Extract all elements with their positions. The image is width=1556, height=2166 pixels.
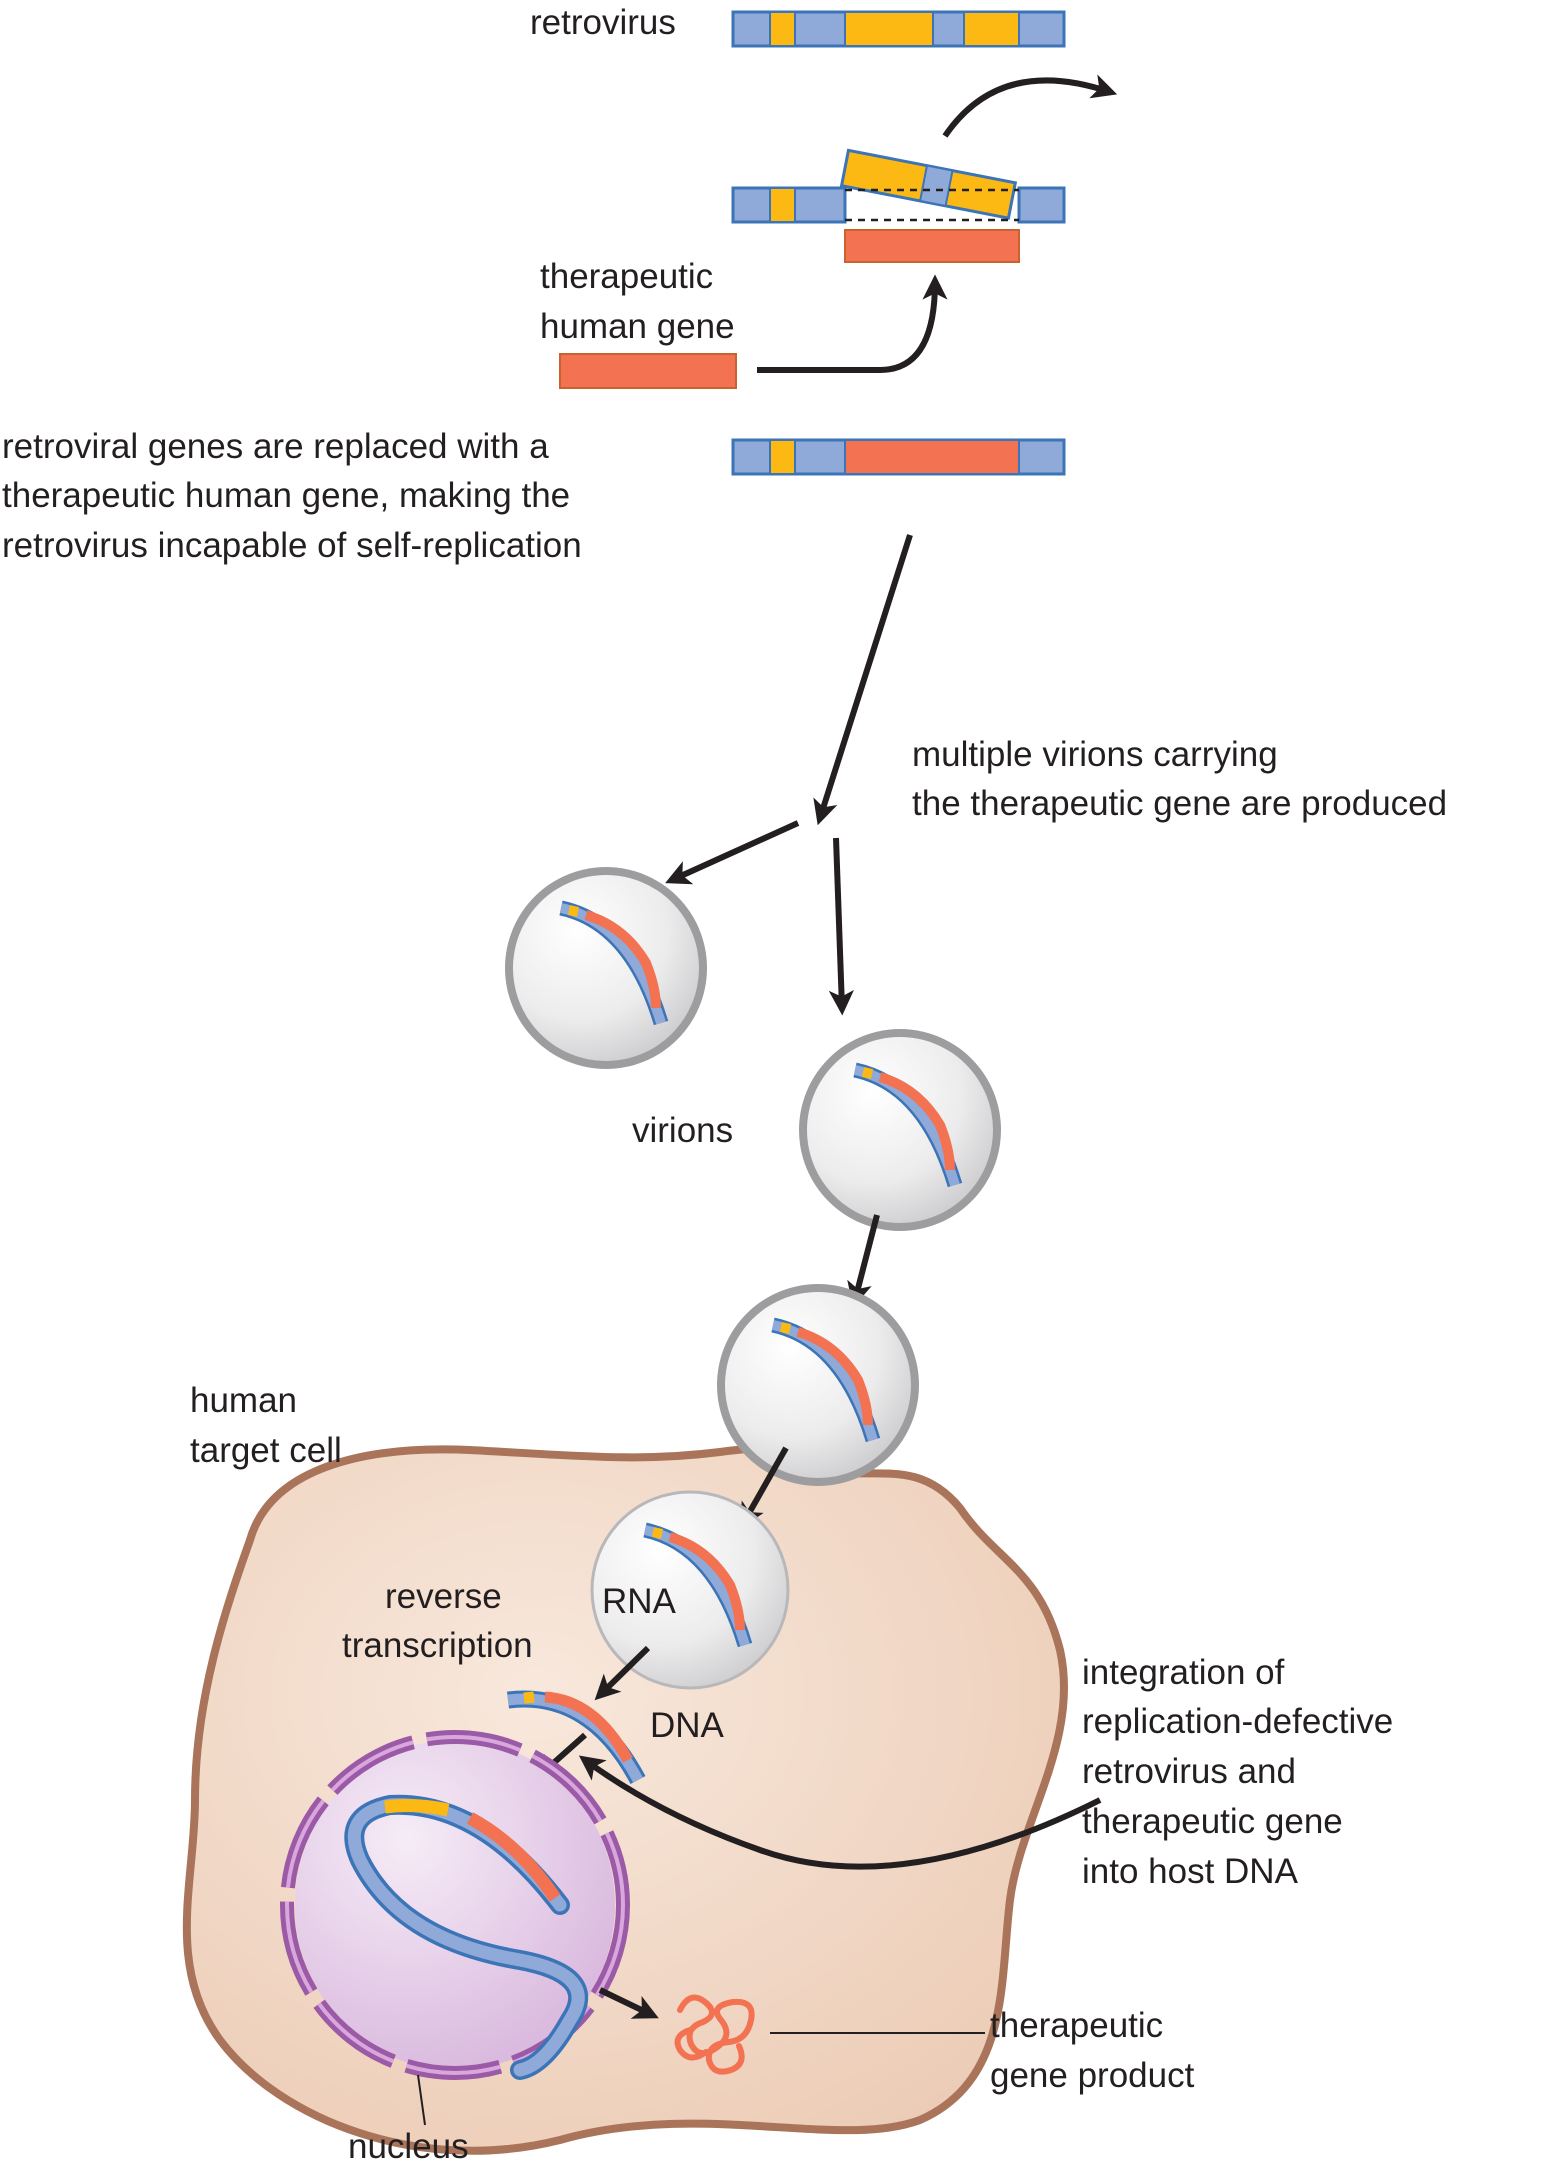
viral-dna-fragment bbox=[506, 1690, 646, 1785]
therapeutic-gene-product bbox=[674, 1994, 755, 2075]
integration-arrow bbox=[578, 1755, 1102, 1870]
label-dna: DNA bbox=[650, 1706, 725, 1745]
label-integration-1: integration of bbox=[1082, 1653, 1285, 1692]
label-replaced-2: therapeutic human gene, making the bbox=[2, 476, 570, 515]
therapeutic-gene-insert bbox=[844, 229, 1020, 263]
label-gene-product-1: therapeutic bbox=[990, 2006, 1163, 2045]
label-replaced-1: retroviral genes are replaced with a bbox=[2, 427, 549, 466]
recombinant-retrovirus-bar bbox=[731, 438, 1066, 476]
virion-uncoating bbox=[590, 1490, 790, 1690]
virion-2 bbox=[799, 1029, 1001, 1231]
therapeutic-gene-bar bbox=[559, 353, 737, 389]
label-retrovirus: retrovirus bbox=[530, 3, 676, 42]
label-target-cell-1: human bbox=[190, 1381, 297, 1420]
label-integration-3: retrovirus and bbox=[1082, 1752, 1296, 1791]
label-rna: RNA bbox=[602, 1582, 677, 1621]
label-virions-produced-2: the therapeutic gene are produced bbox=[912, 784, 1447, 823]
retrovirus-genome-bar bbox=[731, 10, 1066, 48]
production-arrow bbox=[813, 534, 913, 826]
label-therapeutic-1: therapeutic bbox=[540, 257, 713, 296]
label-replaced-3: retrovirus incapable of self-replication bbox=[2, 526, 582, 565]
label-gene-product-2: gene product bbox=[990, 2056, 1195, 2095]
label-reverse-1: reverse bbox=[385, 1577, 502, 1616]
nucleus-leader bbox=[417, 2074, 426, 2126]
virion-arrow-1 bbox=[847, 1214, 880, 1308]
integrated-host-dna bbox=[344, 1794, 589, 2080]
label-therapeutic-2: human gene bbox=[540, 307, 735, 346]
insertion-arrow bbox=[757, 274, 948, 373]
label-virions: virions bbox=[632, 1111, 733, 1150]
label-integration-2: replication-defective bbox=[1082, 1702, 1393, 1741]
label-integration-5: into host DNA bbox=[1082, 1852, 1299, 1891]
excised-viral-genes bbox=[839, 148, 1018, 220]
virion-1 bbox=[505, 867, 707, 1069]
branch-arrow-down bbox=[828, 837, 854, 1016]
virion-arrow-2 bbox=[740, 1446, 789, 1529]
excision-arrow bbox=[942, 74, 1118, 138]
label-integration-4: therapeutic gene bbox=[1082, 1802, 1343, 1841]
branch-arrow-left bbox=[665, 820, 800, 885]
label-nucleus: nucleus bbox=[348, 2127, 469, 2166]
virion-3 bbox=[717, 1284, 919, 1486]
retrovirus-with-gap bbox=[731, 186, 1066, 224]
label-virions-produced-1: multiple virions carrying bbox=[912, 735, 1278, 774]
expression-arrow bbox=[598, 1987, 659, 2019]
label-reverse-2: transcription bbox=[342, 1626, 533, 1665]
reverse-transcription-arrow bbox=[594, 1645, 651, 1701]
nucleus bbox=[280, 1730, 630, 2080]
label-target-cell-2: target cell bbox=[190, 1431, 342, 1470]
